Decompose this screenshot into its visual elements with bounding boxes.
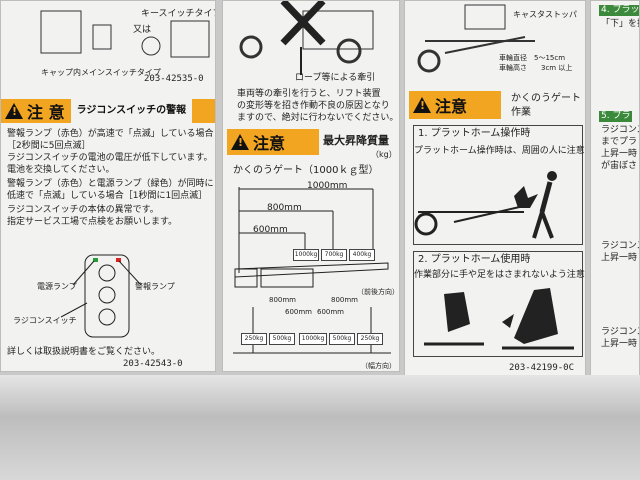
platform-hazard-illustration	[414, 171, 557, 239]
gate-type-label: かくのうゲート（1000ｋｇ型）	[233, 165, 379, 176]
warning-line: ラジコンスイッチの電池の電圧が低下しています。	[7, 153, 213, 163]
warning-header: 注 意 ラジコンスイッチの警報	[1, 99, 215, 123]
unit-label: （kg）	[371, 150, 397, 159]
warning-triangle-icon	[413, 97, 431, 113]
load-diagram	[233, 187, 391, 354]
warning-title: ラジコンスイッチの警報	[70, 99, 193, 123]
remote-control-diagram	[60, 254, 142, 338]
load-box: 700kg	[321, 249, 347, 261]
dim-label: 600mm	[285, 308, 312, 316]
section-platform-operation: 1. プラットホーム操作時 プラットホーム操作時は、周囲の人に注意。	[413, 125, 586, 245]
partial-text: までプラ	[601, 137, 638, 147]
dim-label: 1000mm	[307, 181, 348, 191]
load-box: 250kg	[357, 333, 383, 345]
rope-tow-caption: ロープ等による牽引	[295, 73, 376, 83]
warning-line: ［2秒間に5回点滅］	[7, 141, 91, 151]
dim-label: 800mm	[331, 296, 358, 304]
radio-switch-warning-label: キースイッチタイプ 又は キャップ内メインスイッチタイプ 203-42535-0…	[0, 0, 216, 372]
partial-text: 上昇一時	[601, 339, 638, 349]
warning-line: 電池を交換してください。	[7, 165, 115, 175]
partial-text: ラジコンス	[601, 125, 639, 135]
partial-text: ラジコンス	[601, 327, 639, 337]
truck-tow-illustration	[239, 1, 374, 75]
power-lamp-label: 電源ランプ	[37, 282, 77, 291]
load-box: 1000kg	[293, 249, 319, 261]
warning-word: 注 意	[27, 103, 65, 122]
section-platform-use: 2. プラットホーム使用時 作業部分に手や足をはさまれないよう注意。	[413, 251, 586, 357]
width-direction: （幅方向）	[361, 362, 396, 370]
top-key-label: キースイッチタイプ	[141, 9, 216, 19]
load-box: 1000kg	[299, 333, 327, 345]
metal-surface	[0, 375, 640, 480]
partial-text: が宙ぼさ	[601, 161, 638, 171]
load-box: 500kg	[329, 333, 355, 345]
dim-label: 600mm	[317, 308, 344, 316]
gate-operation-label: キャスタストッパ 車輪直径 5～15cm 車輪高さ 3cm 以上 注意 かくのう…	[404, 0, 586, 380]
load-box: 250kg	[241, 333, 267, 345]
wheel-diameter-label: 車輪直径 5～15cm	[499, 54, 566, 62]
warning-triangle-icon	[231, 134, 249, 150]
partial-text: 5. プラ	[599, 111, 633, 122]
dim-label: 600mm	[253, 225, 288, 235]
tow-text: の変形等を招き作動不良の原因となり	[237, 101, 390, 111]
top-main-switch-label: キャップ内メインスイッチタイプ	[41, 68, 161, 77]
warning-word: 注意	[435, 97, 468, 116]
partial-text: 上昇一時	[601, 149, 638, 159]
manual-note: 詳しくは取扱説明書をご覧ください。	[7, 347, 161, 357]
wheel-height-label: 車輪高さ 3cm 以上	[499, 64, 573, 72]
max-load-title: 最大昇降質量	[323, 134, 389, 147]
partial-instruction-label: 4. プラッ 「下」を押 5. プラ ラジコンス までプラ 上昇一時 が宙ぼさ …	[590, 0, 640, 380]
gate-work-title: 作業	[511, 107, 531, 118]
alarm-lamp-label: 警報ランプ	[135, 282, 175, 291]
top-code: 203-42535-0	[144, 74, 204, 84]
switch-illustration	[40, 10, 210, 58]
warning-triangle-icon	[5, 103, 23, 119]
section-text: プラットホーム操作時は、周囲の人に注意。	[414, 146, 586, 156]
partial-text: ラジコンス	[601, 241, 639, 251]
section-title: 2. プラットホーム使用時	[418, 254, 531, 265]
partial-text: 「下」を押	[601, 19, 639, 29]
warning-header: 注意	[409, 91, 501, 119]
load-box: 400kg	[349, 249, 375, 261]
front-back-direction: （前後方向）	[357, 288, 399, 296]
warning-line: 警報ランプ（赤色）と電源ランプ（緑色）が同時に	[7, 179, 214, 189]
label-code: 203-42543-0	[123, 359, 183, 369]
partial-text: 上昇一時	[601, 253, 638, 263]
gate-work-title: かくのうゲート	[511, 93, 581, 104]
warning-line: 指定サービス工場で点検をお願いします。	[7, 217, 178, 227]
warning-line: 警報ランプ（赤色）が高速で「点滅」している場合	[7, 129, 214, 139]
label-code: 203-42199-0C	[509, 363, 575, 373]
warning-word: 注意	[253, 134, 286, 153]
radio-switch-label: ラジコンスイッチ	[13, 316, 77, 325]
warning-line: ラジコンスイッチの本体の異常です。	[7, 205, 159, 215]
load-box: 500kg	[269, 333, 295, 345]
max-lift-load-label: ロープ等による牽引 車両等の牽引を行うと、リフト装置 の変形等を招き作動不良の原…	[222, 0, 400, 372]
dim-label: 800mm	[267, 203, 302, 213]
pinch-hazard-illustration	[424, 288, 574, 350]
caster-stopper-label: キャスタストッパ	[513, 10, 577, 19]
tow-text: ますので、絶対に行わないでください。	[237, 113, 399, 123]
top-or-label: 又は	[133, 25, 152, 35]
warning-line: 低速で「点滅」している場合［1秒間に1回点滅］	[7, 191, 208, 201]
section-title: 1. プラットホーム操作時	[418, 128, 531, 139]
tow-text: 車両等の牽引を行うと、リフト装置	[237, 89, 381, 99]
partial-text: 4. プラッ	[599, 5, 640, 16]
dim-label: 800mm	[269, 296, 296, 304]
caster-stopper-illustration	[417, 4, 535, 73]
warning-header: 注意	[227, 129, 319, 155]
section-text: 作業部分に手や足をはさまれないよう注意。	[414, 270, 586, 280]
